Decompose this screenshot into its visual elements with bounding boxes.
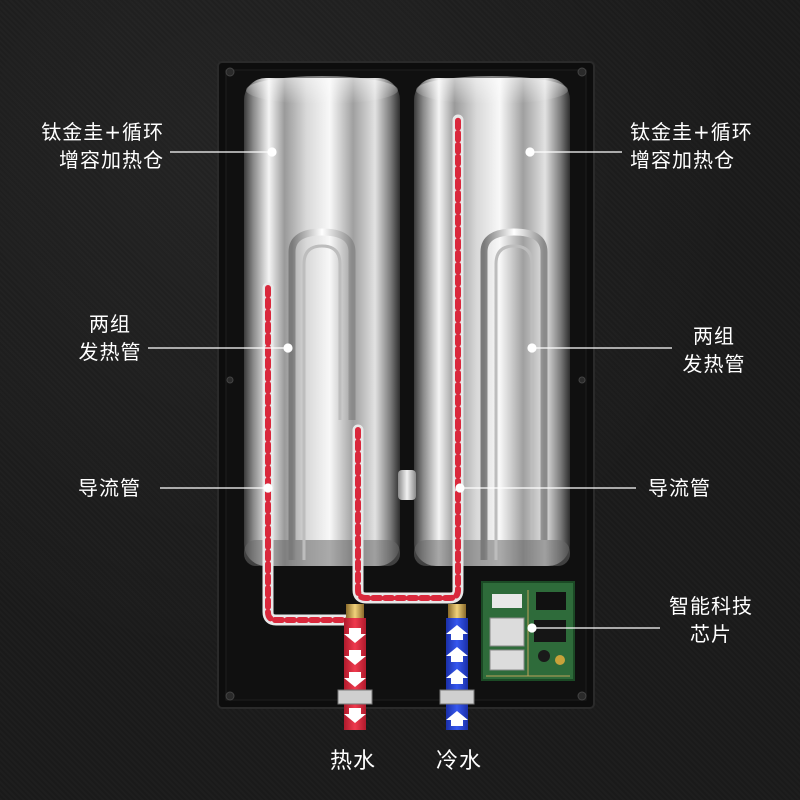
cold-water-inlet: [439, 604, 475, 730]
label-hot-water: 热水: [330, 749, 377, 774]
down-arrow-icon: [344, 628, 366, 723]
label-heater-right: 两组 发热管: [682, 324, 746, 376]
label-chip: 智能科技 芯片: [669, 594, 753, 646]
hot-water-flow: [262, 282, 360, 626]
label-tank-left: 钛金圭+循环 增容加热仓: [41, 120, 164, 172]
control-chip-board: [481, 581, 575, 681]
leader-lines: [148, 147, 672, 633]
up-arrow-icon: [446, 625, 468, 726]
hot-water-outlet: [337, 604, 373, 730]
label-heater-left: 两组 发热管: [78, 312, 142, 364]
label-guide-right: 导流管: [648, 476, 711, 500]
label-guide-left: 导流管: [78, 476, 141, 500]
label-tank-right: 钛金圭+循环 增容加热仓: [630, 120, 753, 172]
right-heating-tank: [414, 76, 570, 566]
label-cold-water: 冷水: [436, 749, 483, 774]
circulation-flow: [352, 114, 464, 604]
